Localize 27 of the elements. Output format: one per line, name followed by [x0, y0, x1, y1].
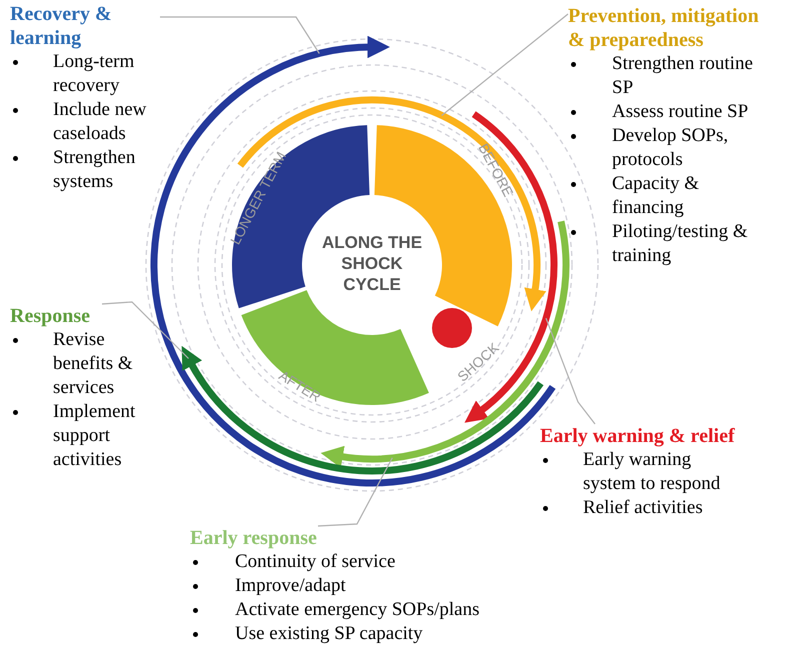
bullet-text: Capacity & financing [612, 173, 700, 218]
section-heading: Early response [190, 526, 318, 550]
bullet-text: Activate emergency SOPs/plans [235, 599, 480, 620]
leader-line [160, 16, 320, 54]
bullet-text: Strengthen routine SP [612, 53, 753, 98]
section-heading: Early warning & relief [540, 424, 736, 448]
section-heading: Recovery & learning [10, 2, 113, 50]
bullet-text: Develop SOPs, protocols [612, 125, 728, 170]
bullet-text: Early warning system to respond [583, 449, 720, 494]
bullet-text: Strengthen systems [53, 147, 136, 192]
bullet-text: Revise benefits & services [53, 329, 133, 398]
bullet-text: Implement support activities [53, 401, 136, 470]
section-heading: Prevention, mitigation & preparedness [568, 4, 760, 52]
bullet-text: Assess routine SP [612, 101, 748, 122]
bullet-text: Piloting/testing & training [612, 221, 748, 266]
bullet-text: Use existing SP capacity [235, 623, 423, 644]
leader-line [441, 14, 568, 116]
bullet-text: Relief activities [583, 497, 703, 518]
bullet-text: Continuity of service [235, 551, 396, 572]
section-heading: Response [10, 304, 92, 328]
bullet-text: Include new caseloads [53, 99, 146, 144]
leader-line [102, 301, 189, 359]
bullet-text: Improve/adapt [235, 575, 346, 596]
center-title: ALONG THE SHOCK CYCLE [320, 232, 424, 295]
leader-line [545, 318, 596, 424]
bullet-text: Long-term recovery [53, 51, 134, 96]
leader-line [318, 458, 393, 527]
